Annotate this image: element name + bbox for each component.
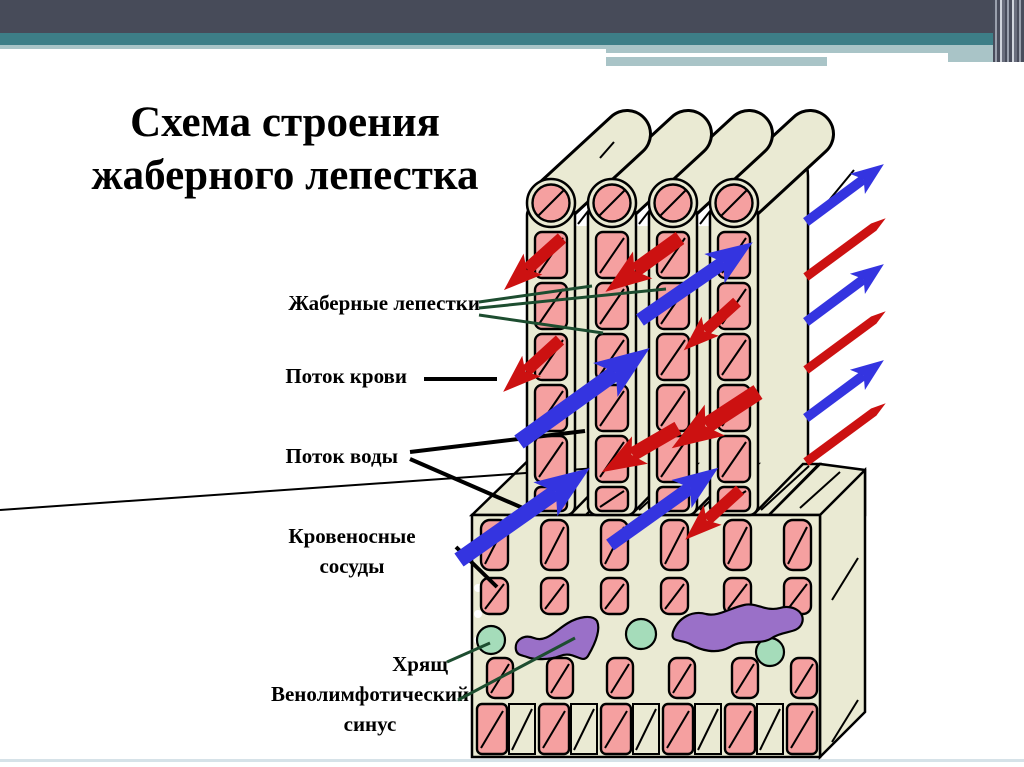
header-right-white-stripe — [606, 53, 948, 57]
label-cartilage: Хрящ — [392, 652, 448, 676]
label-water-flow: Поток воды — [285, 444, 398, 468]
filament-top-circles — [525, 177, 760, 229]
sinus-pointer — [457, 636, 576, 702]
label-blood-vessels: Кровеносные сосуды — [288, 524, 416, 578]
venolymphatic-sinus-shape — [671, 603, 804, 653]
cartilage-circle — [475, 624, 507, 656]
base-side-face — [818, 466, 867, 761]
water-flow-pointer — [409, 429, 586, 454]
slide-title-line1: Схема строения — [130, 99, 440, 146]
label-blood-flow: Поток крови — [285, 364, 407, 388]
gill-arch-base — [0, 449, 867, 761]
header-right-accent — [606, 45, 1015, 53]
header-bar-teal — [0, 33, 1024, 45]
slide-title-line2: жаберного лепестка — [91, 152, 479, 199]
header-bar-light-teal — [0, 45, 1024, 49]
pointer-lines — [409, 284, 667, 702]
venolymphatic-sinus-shape — [514, 615, 600, 661]
footer-accent-line — [0, 759, 1024, 762]
base-bottom-row — [475, 702, 819, 756]
slide-title: Схема строения жаберного лепестка — [28, 96, 542, 202]
header-bar-dark — [0, 0, 1024, 33]
gill-filaments-pointer — [478, 313, 604, 335]
header-right-accent-end — [948, 53, 1010, 62]
header-right-accent-lower — [606, 57, 827, 66]
cartilage-circle — [624, 617, 658, 651]
gill-filaments-pointer — [478, 284, 593, 304]
corner-stripe-decoration — [993, 0, 1024, 62]
label-gill-filaments: Жаберные лепестки — [288, 291, 480, 315]
cartilage-pointer — [446, 641, 491, 664]
water-flow-pointer — [409, 457, 533, 514]
label-venolymphatic-sinus: Венолимфотический синус — [270, 682, 470, 736]
gill-filaments-pointer — [478, 287, 667, 310]
